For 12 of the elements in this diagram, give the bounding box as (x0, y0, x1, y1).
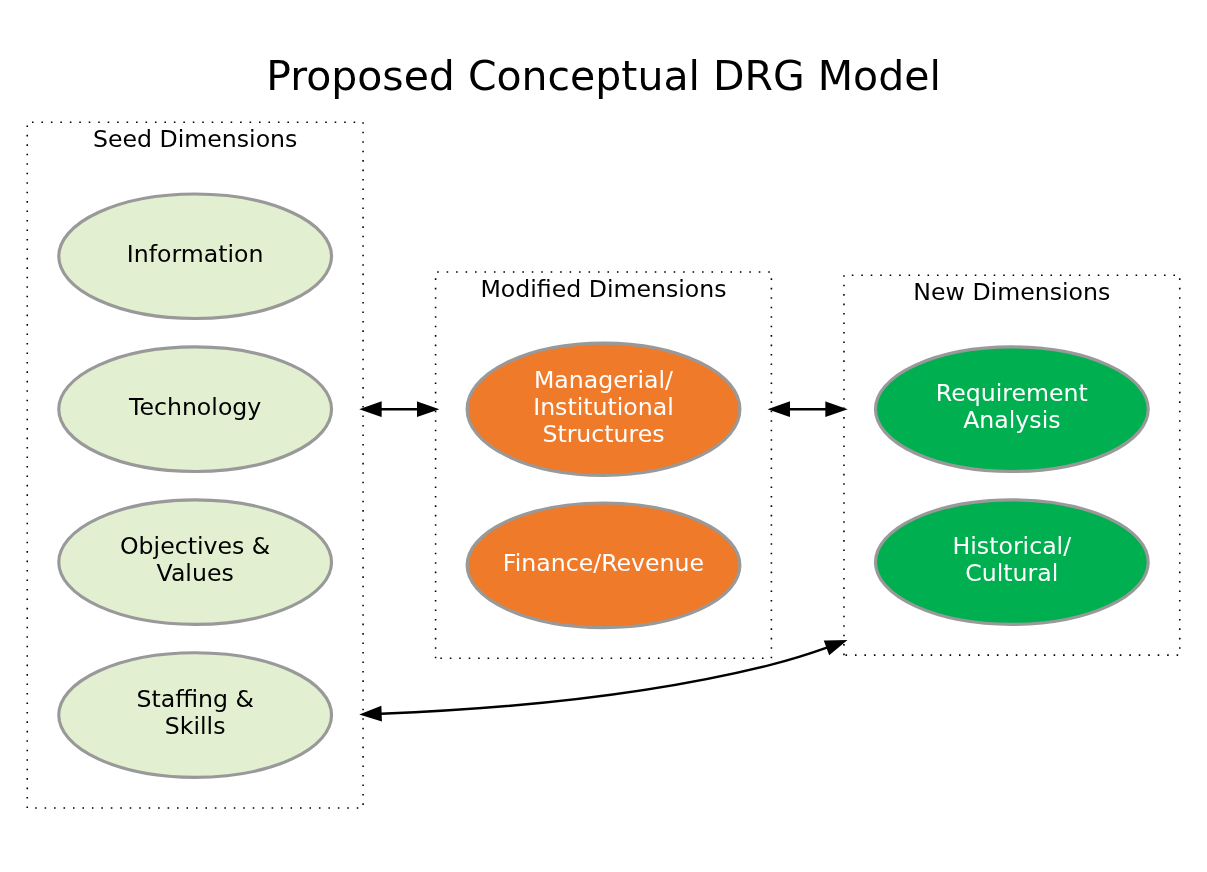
node-ellipse: Finance/Revenue (465, 501, 742, 630)
node-ellipse: Historical/ Cultural (873, 498, 1150, 626)
node-ellipse: Information (57, 192, 334, 321)
node-ellipse: Objectives & Values (57, 498, 334, 626)
arrow (359, 401, 440, 418)
node-ellipse: Requirement Analysis (873, 345, 1150, 474)
node-ellipse: Technology (57, 345, 334, 474)
node-ellipse: Staffing & Skills (57, 651, 334, 779)
diagram-title: Proposed Conceptual DRG Model (266, 52, 941, 101)
node-ellipse: Managerial/ Institutional Structures (465, 341, 742, 477)
arrow (767, 401, 848, 418)
arrow (359, 640, 848, 722)
